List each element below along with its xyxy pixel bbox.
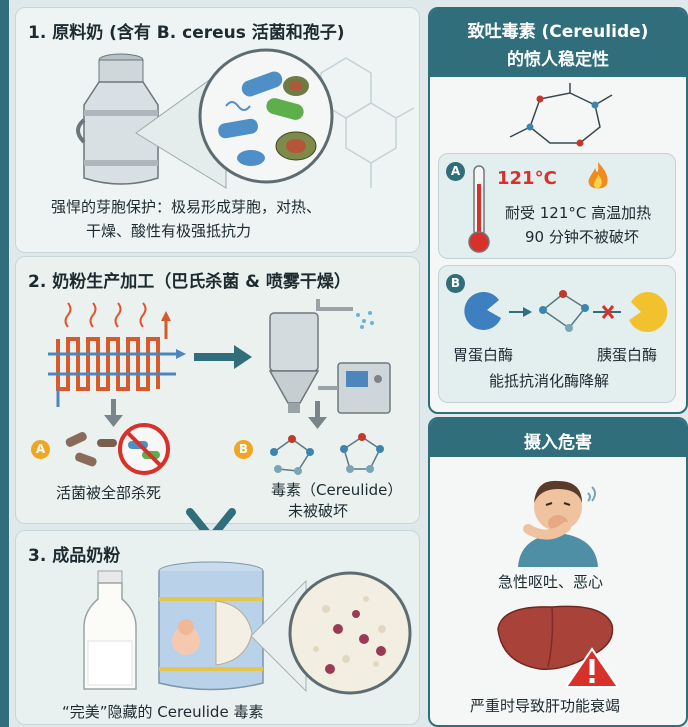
dead-bacteria-icon: [65, 432, 117, 467]
stability-title-line2: 的惊人稳定性: [507, 50, 609, 70]
enzyme-arrow-1: [509, 307, 532, 317]
toxin-label-line2: 未被破坏: [288, 502, 349, 520]
background-molecule-icon: [320, 57, 415, 188]
spray-dryer-icon: [268, 299, 391, 414]
harm-header: 摄入危害: [430, 419, 686, 457]
harm-title: 摄入危害: [524, 433, 592, 453]
enzyme-resistance-note: 能抵抗消化酶降解: [489, 372, 610, 390]
symptom-label: 急性呕吐、恶心: [498, 573, 604, 591]
panel-toxin-stability: 致吐毒素 (Cereulide) 的惊人稳定性 A 121°C 耐受 121°C…: [428, 7, 688, 414]
cereulide-molecule-icon: [509, 83, 613, 147]
powder-magnified-icon: [288, 571, 412, 695]
enzyme-resistance-box: B 胃蛋白酶 胰蛋白酶 能抵抗消化酶降解: [438, 265, 676, 403]
badge-b-right: B: [446, 274, 465, 293]
badge-b: B: [234, 440, 253, 459]
raw-milk-title: 1. 原料奶 (含有 B. cereus 活菌和孢子): [28, 23, 345, 43]
toxin-label-line1: 毒素（Cereulide）: [271, 481, 403, 499]
flame-icon: [588, 162, 608, 189]
left-edge-bar: [0, 0, 9, 727]
stability-title-line1: 致吐毒素 (Cereulide): [467, 22, 649, 42]
toxin-molecules-icon: [270, 433, 384, 475]
no-bacteria-icon: [118, 423, 170, 475]
panel-raw-milk: 1. 原料奶 (含有 B. cereus 活菌和孢子) 强悍的芽胞保护：: [15, 7, 420, 253]
raw-milk-desc-line1: 强悍的芽胞保护：极易形成芽胞，对热、: [51, 198, 322, 216]
finished-powder-title: 3. 成品奶粉: [28, 546, 121, 566]
blocked-cross-icon: [593, 305, 621, 319]
liver-icon: [497, 605, 620, 688]
hidden-toxin-caption: “完美”隐藏的 Cereulide 毒素: [62, 703, 264, 721]
badge-a-right: A: [446, 162, 465, 181]
processing-title: 2. 奶粉生产加工（巴氏杀菌 & 喷雾干燥）: [28, 272, 351, 292]
stability-header: 致吐毒素 (Cereulide) 的惊人稳定性: [430, 9, 686, 77]
badge-a: A: [31, 440, 50, 459]
nauseous-person-icon: [518, 480, 598, 567]
formula-can-icon: [158, 561, 264, 691]
heat-resistance-line2: 90 分钟不被破坏: [525, 228, 639, 246]
pepsin-icon: [464, 291, 501, 330]
down-arrow-b: [308, 401, 327, 429]
raw-milk-desc-line2: 干燥、酸性有极强抵抗力: [86, 222, 252, 240]
milk-can-icon: [76, 53, 166, 185]
bacteria-magnified-icon: [198, 48, 334, 184]
milk-bottle-icon: [83, 570, 137, 690]
liver-failure-label: 严重时导致肝功能衰竭: [470, 697, 621, 715]
down-arrow-a: [104, 399, 123, 427]
heat-exchanger-icon: [48, 302, 186, 407]
panel-finished-powder: 3. 成品奶粉 “完美”隐藏的 Cereulide 毒素: [15, 530, 420, 725]
bacteria-killed-label: 活菌被全部杀死: [56, 484, 162, 502]
temperature-label: 121°C: [497, 168, 557, 189]
thermometer-icon: [468, 165, 490, 253]
pepsin-label: 胃蛋白酶: [453, 346, 514, 364]
panel-processing: 2. 奶粉生产加工（巴氏杀菌 & 喷雾干燥）: [15, 256, 420, 524]
process-arrow: [194, 345, 252, 369]
trypsin-icon: [629, 291, 668, 332]
heat-resistance-line1: 耐受 121°C 高温加热: [505, 204, 652, 222]
enzyme-molecule-icon: [539, 290, 589, 332]
trypsin-label: 胰蛋白酶: [597, 346, 658, 364]
heat-resistance-box: A 121°C 耐受 121°C 高温加热 90 分钟不被破坏: [438, 153, 676, 259]
panel-ingestion-harm: 摄入危害 急性呕吐、恶心 严重时导致肝功能衰竭: [428, 417, 688, 727]
